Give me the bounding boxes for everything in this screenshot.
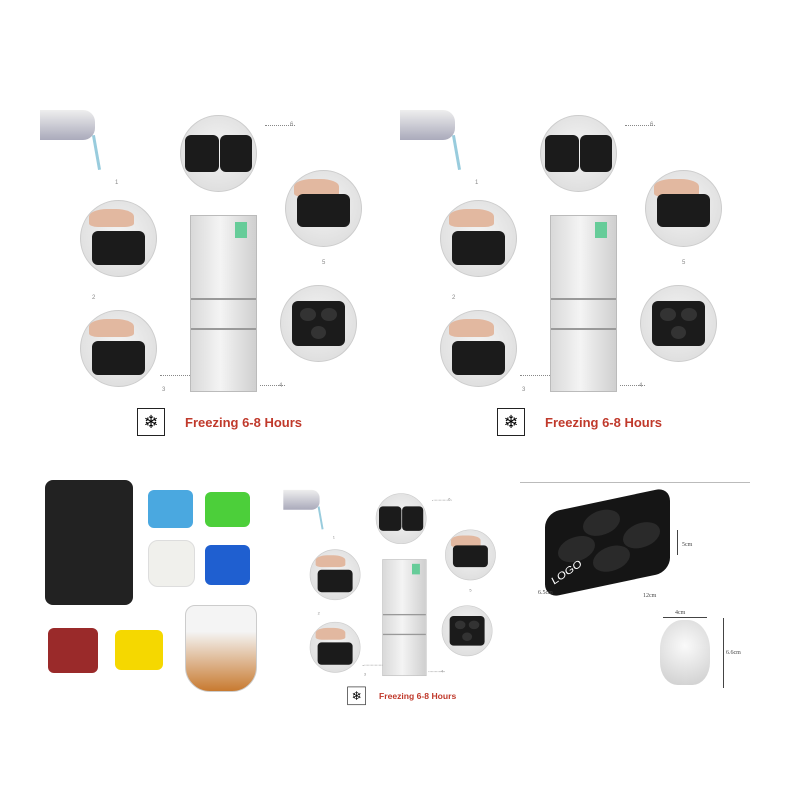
arrow	[431, 499, 452, 501]
snowflake-icon: ❄	[137, 408, 165, 436]
blue-skull-mold	[148, 490, 193, 528]
step-number: 1	[332, 536, 336, 541]
step-number: 2	[452, 295, 456, 301]
step-1-fill	[309, 549, 361, 601]
instruction-panel-3: 1 2 3 4 5 6 ❄ Freezing 6-8 Hours	[280, 480, 511, 708]
step-number: 4	[639, 383, 643, 389]
step-4-frozen	[280, 285, 357, 362]
water-bottle	[40, 110, 95, 140]
green-skull-mold	[205, 492, 250, 527]
refrigerator	[190, 215, 257, 392]
water-stream	[317, 506, 324, 530]
skull-height-label: 6.6cm	[726, 650, 741, 656]
step-5-open	[645, 170, 722, 247]
instruction-panel-2: 1 2 3 4 5 6 ❄ Freezing 6-8 Hours	[395, 95, 745, 440]
step-number: 5	[682, 260, 686, 266]
whiskey-glass-with-skull-ice	[185, 605, 257, 692]
freezing-label: Freezing 6-8 Hours	[545, 415, 663, 430]
arrow	[362, 664, 383, 666]
water-bottle	[283, 489, 320, 510]
step-5-open	[285, 170, 362, 247]
step-2-close	[440, 310, 517, 387]
dimension-line	[663, 617, 707, 618]
step-number: 3	[363, 672, 367, 677]
skull-width-label: 4cm	[675, 610, 686, 616]
water-bottle	[400, 110, 455, 140]
white-skull-ice	[148, 540, 195, 587]
arrow	[520, 375, 550, 376]
step-4-frozen	[640, 285, 717, 362]
step-number: 2	[317, 612, 320, 616]
snowflake-icon: ❄	[347, 686, 366, 706]
water-stream	[451, 135, 462, 170]
step-4-frozen	[441, 605, 493, 657]
step-number: 4	[279, 383, 283, 389]
step-number: 1	[115, 180, 119, 186]
step-2-close	[309, 621, 361, 673]
tray-height-label: 5cm	[682, 542, 693, 548]
step-number: 2	[92, 295, 96, 301]
step-number: 3	[522, 387, 526, 393]
black-skull-mold	[45, 480, 133, 605]
dark-blue-skull-mold	[205, 545, 250, 585]
black-tray-product: LOGO	[545, 486, 670, 599]
freezing-label: Freezing 6-8 Hours	[185, 415, 303, 430]
arrow	[625, 125, 655, 126]
refrigerator	[382, 559, 427, 677]
dimension-line	[677, 530, 678, 555]
arrow	[265, 125, 295, 126]
arrow	[620, 385, 645, 386]
step-number: 3	[162, 387, 166, 393]
step-6-demold	[540, 115, 617, 192]
tray-depth-label: 6.5cm	[538, 590, 553, 596]
snowflake-icon: ❄	[497, 408, 525, 436]
step-6-demold	[180, 115, 257, 192]
instruction-panel-1: 1 2 3 4 5 6 ❄ Freezing 6-8 Hours	[35, 95, 385, 440]
logo-text: LOGO	[549, 557, 584, 588]
step-number: 4	[441, 670, 444, 675]
arrow	[260, 385, 285, 386]
divider	[520, 482, 750, 483]
step-1-fill	[80, 200, 157, 277]
dimension-line	[723, 618, 724, 688]
step-5-open	[445, 529, 496, 581]
step-number: 5	[469, 588, 472, 593]
step-1-fill	[440, 200, 517, 277]
tray-length-label: 12cm	[643, 593, 657, 599]
red-skull-mold	[48, 628, 98, 673]
arrow	[428, 671, 445, 673]
refrigerator	[550, 215, 617, 392]
step-6-demold	[375, 493, 427, 545]
yellow-skull-mold	[115, 630, 163, 670]
skull-ice-ball	[660, 620, 710, 685]
freezing-label: Freezing 6-8 Hours	[379, 691, 457, 702]
arrow	[160, 375, 190, 376]
step-2-close	[80, 310, 157, 387]
step-number: 5	[322, 260, 326, 266]
step-number: 1	[475, 180, 479, 186]
water-stream	[91, 135, 102, 170]
